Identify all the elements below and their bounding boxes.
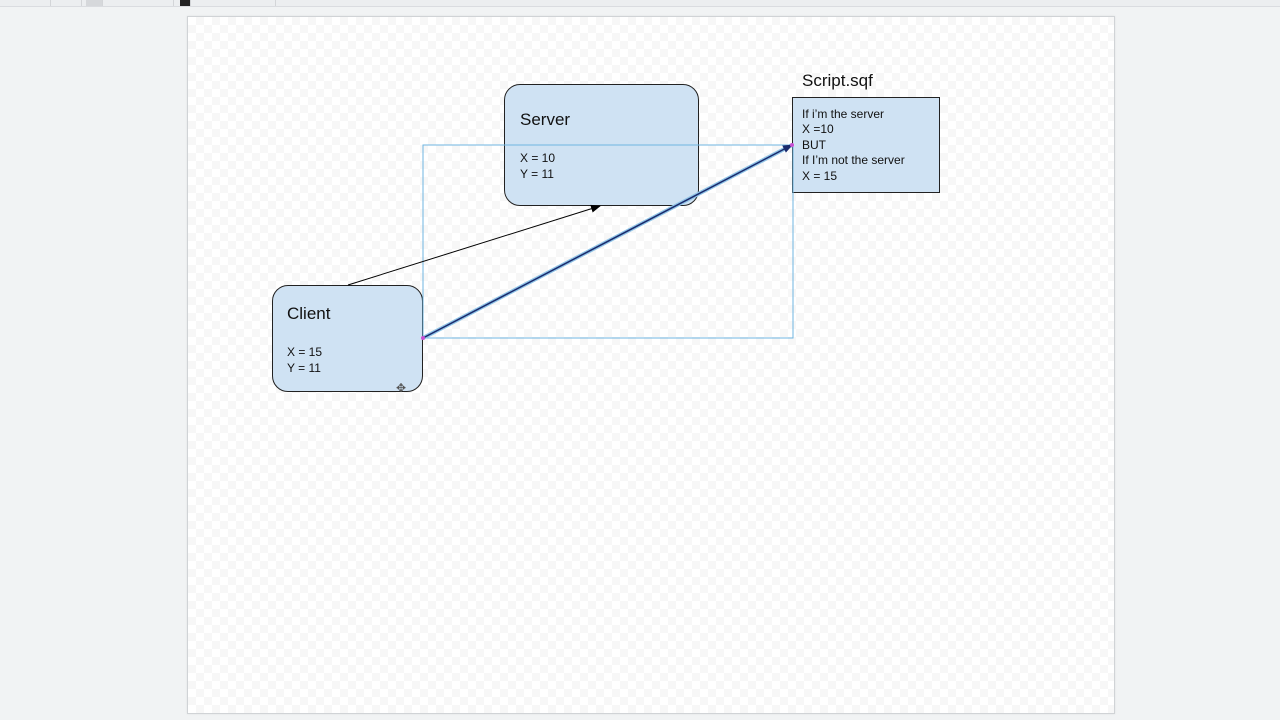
script-line: X =10: [802, 122, 834, 136]
toolbar-segment[interactable]: [86, 0, 103, 6]
client-shape[interactable]: [272, 285, 423, 392]
toolbar-segment[interactable]: [180, 0, 191, 6]
toolbar-strip: [0, 0, 1280, 7]
client-title: Client: [287, 304, 331, 323]
script-line: BUT: [802, 138, 826, 152]
script-line: If i’m the server: [802, 107, 885, 121]
toolbar-segment[interactable]: [191, 0, 276, 6]
server-shape[interactable]: [504, 84, 699, 206]
move-cursor-icon: ✥: [395, 381, 407, 395]
client-x-value: X = 15: [287, 345, 323, 359]
script-line: X = 15: [802, 169, 838, 183]
server-x-value: X = 10: [520, 151, 556, 165]
client-y-value: Y = 11: [287, 361, 321, 375]
server-y-value: Y = 11: [520, 167, 554, 181]
toolbar-segment[interactable]: [103, 0, 174, 6]
script-shape[interactable]: [792, 97, 940, 193]
toolbar-segment[interactable]: [51, 0, 82, 6]
script-line: If I’m not the server: [802, 153, 905, 167]
toolbar-segment[interactable]: [0, 0, 51, 6]
server-title: Server: [520, 110, 571, 129]
script-title: Script.sqf: [802, 71, 873, 90]
